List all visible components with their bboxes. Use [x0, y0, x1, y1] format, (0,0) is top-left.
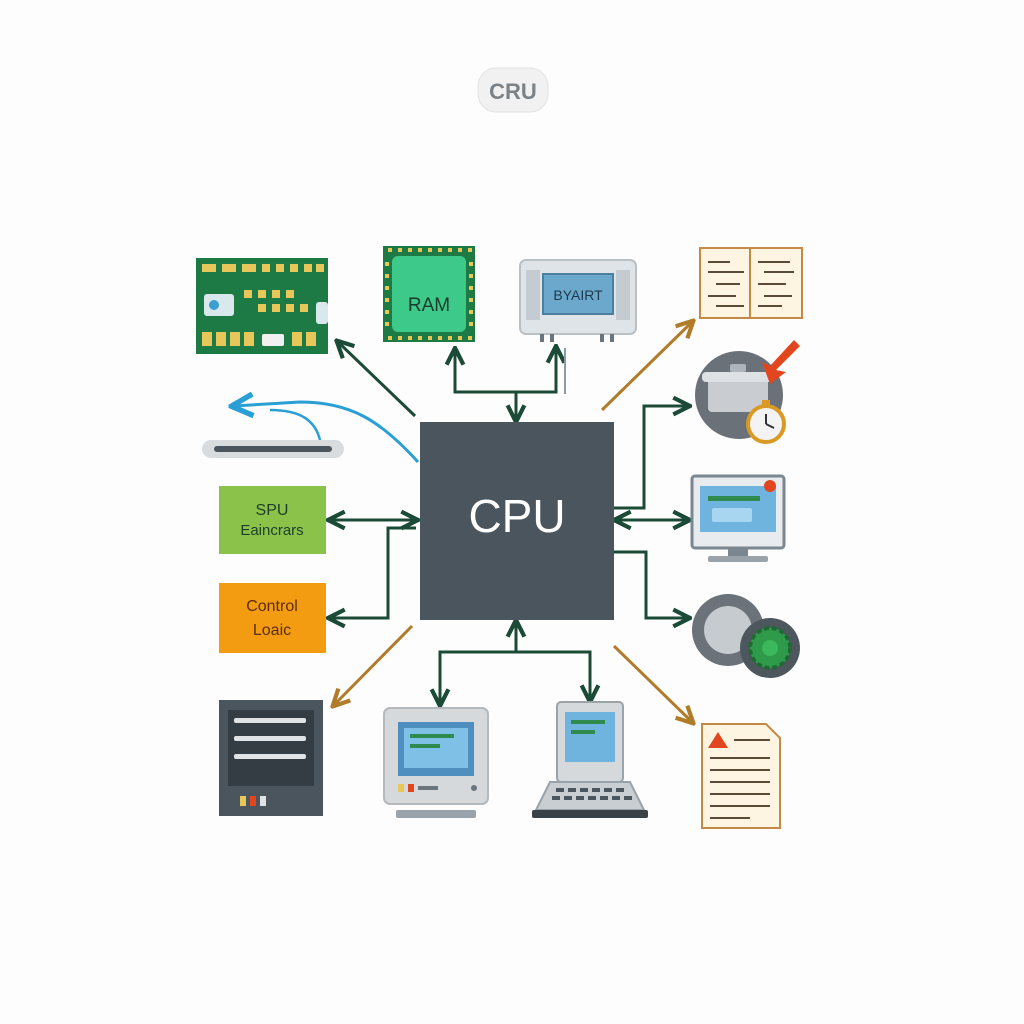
ram-label: RAM	[408, 295, 450, 316]
circuit-board-icon	[196, 258, 328, 354]
cpu-label: CPU	[468, 490, 565, 542]
arrow-to-slider-bar-tail	[269, 408, 322, 441]
disc-gear-icon	[692, 594, 800, 678]
monitor-icon	[690, 474, 786, 562]
cpu-block: CPU	[420, 422, 614, 620]
logo-text: CRU	[489, 79, 537, 104]
arrow-cpu-control	[330, 526, 416, 618]
arrow-cpu-to-laptop	[516, 650, 590, 700]
arrow-cpu-to-disc	[614, 550, 688, 618]
control-line2: Loaic	[253, 622, 291, 639]
arrow-to-circuit-board	[338, 342, 417, 418]
arrow-cpu-to-pot	[614, 406, 688, 510]
arrow-to-server	[334, 624, 414, 705]
server-icon	[219, 700, 323, 816]
logo: CRU	[477, 67, 549, 113]
device-screen-text: BYAIRT	[553, 287, 603, 303]
alert-arrow-icon	[762, 340, 800, 384]
warning-document-icon	[701, 723, 781, 829]
control-box-bg	[219, 583, 326, 653]
spu-box: SPU Eaincrars	[219, 486, 326, 554]
arrow-cpu-to-desktop	[440, 650, 516, 704]
slider-bar-icon	[202, 440, 344, 458]
spu-line1: SPU	[256, 502, 289, 519]
laptop-icon	[532, 701, 648, 818]
arrow-cpu-to-display-device	[516, 348, 556, 394]
control-line1: Control	[246, 598, 298, 615]
spu-box-bg	[219, 486, 326, 554]
arrow-to-document	[612, 644, 692, 722]
ram-chip-icon: RAM	[383, 246, 475, 342]
notification-dot-icon	[764, 480, 776, 492]
pot-timer-icon	[695, 340, 800, 444]
arrow-cpu-to-ram	[455, 350, 516, 420]
arrow-to-book	[600, 322, 692, 412]
arrow-to-slider-bar	[234, 402, 420, 464]
open-book-icon	[699, 247, 803, 319]
display-device-icon: BYAIRT	[519, 259, 637, 342]
desktop-computer-icon	[383, 707, 489, 818]
control-logic-box: Control Loaic	[219, 583, 326, 653]
connectors	[234, 322, 692, 722]
warning-triangle-icon	[708, 732, 728, 748]
spu-line2: Eaincrars	[240, 522, 303, 539]
